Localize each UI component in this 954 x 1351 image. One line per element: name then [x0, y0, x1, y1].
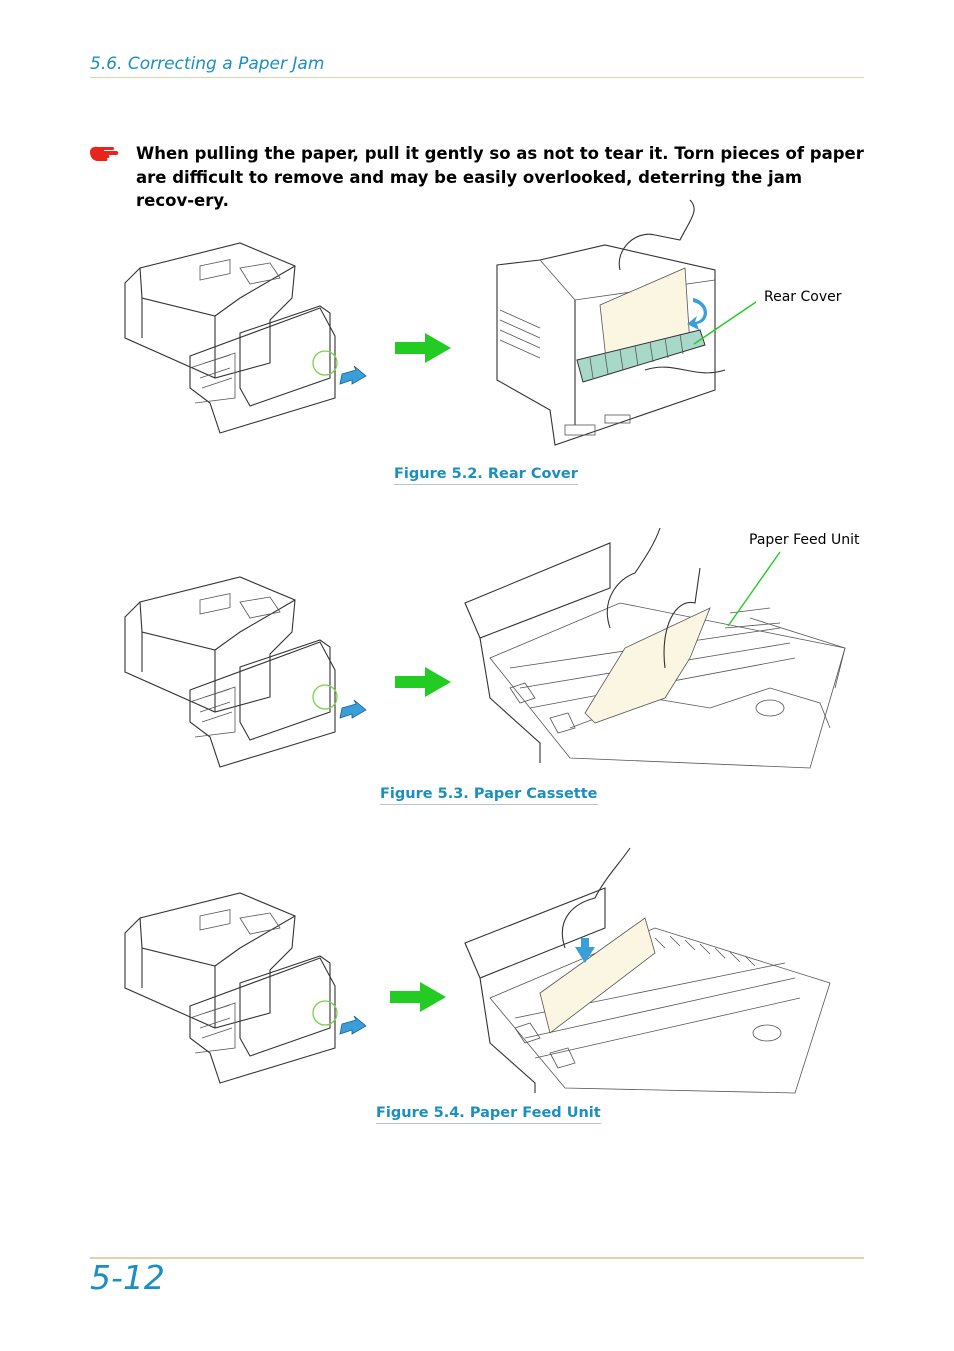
callout-leader-paper-feed-unit	[727, 551, 781, 627]
figure-caption-5-3: Figure 5.3. Paper Cassette	[380, 786, 598, 805]
figure-paper-cassette-jam	[464, 527, 846, 769]
page-number: 5-12	[90, 1258, 165, 1297]
section-header: 5.6. Correcting a Paper Jam	[90, 54, 325, 74]
header-rule	[90, 77, 864, 78]
figure-printer-open-cassette-3	[124, 892, 367, 1084]
callout-paper-feed-unit: Paper Feed Unit	[749, 532, 860, 548]
figure-rear-cover-removal	[496, 199, 726, 446]
green-arrow-icon-2	[395, 667, 451, 697]
footer-rule	[90, 1257, 864, 1259]
note-text: When pulling the paper, pull it gently s…	[136, 144, 864, 210]
figure-caption-5-4: Figure 5.4. Paper Feed Unit	[376, 1105, 601, 1124]
green-arrow-icon-3	[390, 982, 446, 1012]
green-arrow-icon	[395, 333, 451, 363]
figure-caption-5-2: Figure 5.2. Rear Cover	[394, 466, 578, 485]
callout-leader-rear-cover	[693, 301, 757, 345]
callout-rear-cover: Rear Cover	[764, 289, 842, 305]
figure-printer-open-cassette-2	[124, 576, 367, 768]
pointing-hand-icon	[90, 146, 119, 161]
figure-printer-open-cassette	[124, 242, 367, 434]
figure-paper-feed-unit-jam	[464, 847, 831, 1094]
